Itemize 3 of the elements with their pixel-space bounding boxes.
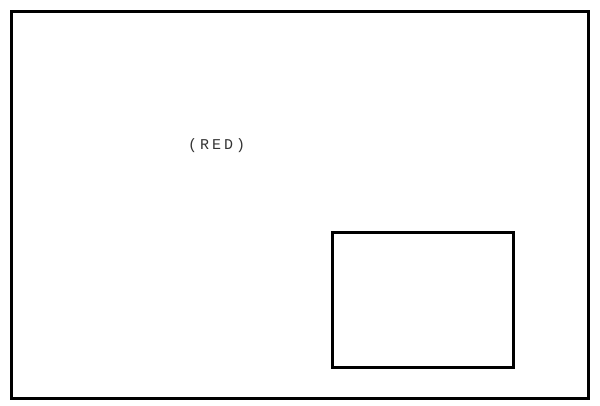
color-note: (RED) (188, 136, 248, 156)
outer-frame (10, 10, 590, 400)
inner-box (331, 231, 515, 369)
